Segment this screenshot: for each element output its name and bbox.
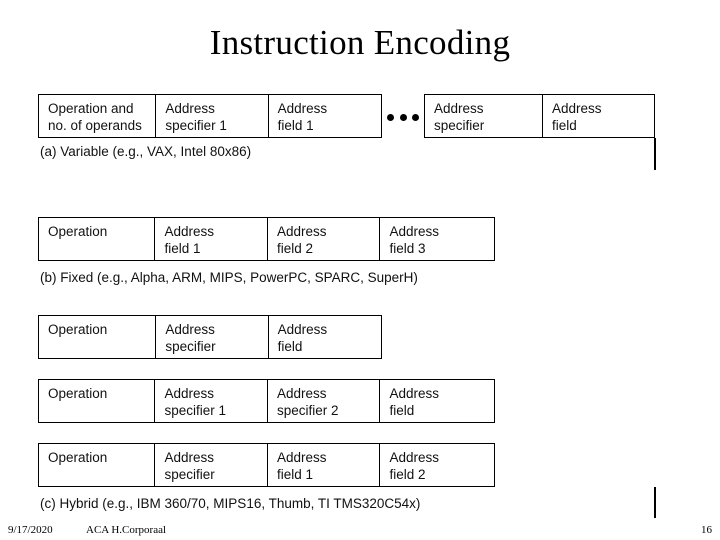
field-box: Address field: [551, 101, 602, 133]
field-box: Address specifier 1: [155, 380, 268, 422]
ellipsis-dot: [412, 113, 419, 121]
field-box: Operation: [39, 218, 156, 260]
field-box: Address field: [389, 386, 440, 418]
variable-format-left-group: Operation and no. of operands Address sp…: [38, 94, 382, 138]
field-box: Operation: [39, 316, 157, 358]
page-title: Instruction Encoding: [209, 23, 511, 62]
variable-format-caption: (a) Variable (e.g., VAX, Intel 80x86): [40, 144, 252, 159]
hybrid-format-caption: (c) Hybrid (e.g., IBM 360/70, MIPS16, Th…: [40, 496, 421, 511]
hybrid-format-row-1: Operation Address specifier Address fiel…: [38, 315, 382, 359]
field-box: Address specifier: [156, 316, 269, 358]
ellipsis-dot: [399, 113, 407, 121]
variable-format-end-rule: [654, 138, 656, 170]
hybrid-format-row-2: Operation Address specifier 1 Address sp…: [38, 379, 495, 423]
footer-author: ACA H.Corporaal: [86, 524, 167, 536]
variable-format-right-group: Address specifier Address field: [424, 94, 655, 138]
ellipsis-dot: [387, 113, 394, 121]
footer-date: 9/17/2020: [8, 524, 53, 536]
fixed-format-caption: (b) Fixed (e.g., Alpha, ARM, MIPS, Power…: [40, 270, 418, 285]
field-box: Address specifier 2: [268, 380, 381, 422]
field-box: Address field 1: [155, 218, 268, 260]
field-box: Operation and no. of operands: [39, 95, 157, 137]
field-box: Address field 3: [389, 224, 440, 256]
field-box: Address field 2: [389, 450, 440, 482]
footer-page-number: 16: [701, 524, 712, 536]
field-box: Address field: [277, 322, 328, 354]
hybrid-format-end-rule: [654, 487, 656, 518]
field-box: Address specifier 1: [156, 95, 269, 137]
field-box: Address field 2: [268, 218, 381, 260]
fixed-format-row: Operation Address field 1 Address field …: [38, 217, 495, 261]
ellipsis-icon: [387, 110, 419, 124]
hybrid-format-row-3: Operation Address specifier Address fiel…: [38, 443, 495, 487]
field-box: Operation: [39, 444, 156, 486]
field-box: Address specifier: [425, 95, 543, 137]
field-box: Operation: [39, 380, 156, 422]
field-box: Address field 1: [268, 444, 381, 486]
field-box: Address field 1: [277, 101, 328, 133]
field-box: Address specifier: [155, 444, 268, 486]
